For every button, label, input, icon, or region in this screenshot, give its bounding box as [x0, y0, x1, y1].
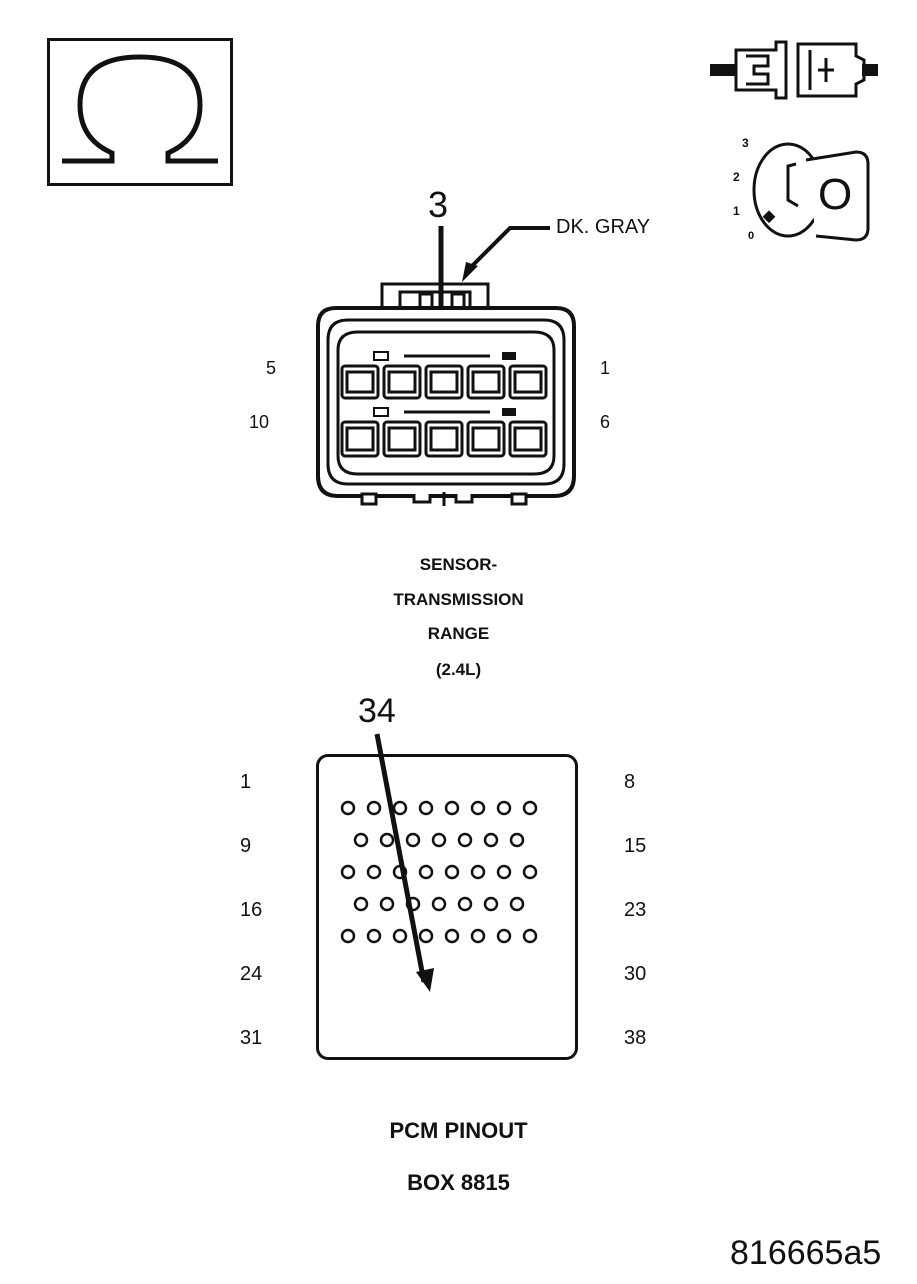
- caption-line: SENSOR-: [419, 555, 498, 574]
- pcm-pin: [392, 800, 408, 816]
- pcm-pin: [483, 896, 499, 912]
- sensor-pin-label-10: 10: [249, 412, 270, 432]
- pcm-callout-pin: 34: [358, 692, 396, 730]
- pcm-pin: [353, 832, 369, 848]
- pcm-row-end-label: 30: [624, 963, 647, 985]
- pcm-row-start-label: 1: [240, 771, 252, 793]
- pcm-pin: [470, 800, 486, 816]
- pcm-row-end-label: 15: [624, 835, 647, 857]
- pcm-pin: [522, 800, 538, 816]
- pcm-pin: [418, 800, 434, 816]
- figure-id: 816665a5: [730, 1234, 882, 1272]
- caption-line: BOX 8815: [407, 1170, 510, 1195]
- sensor-connector-face: [316, 226, 576, 506]
- ohmmeter-icon: [47, 38, 233, 186]
- pcm-pin: [418, 864, 434, 880]
- pcm-pin: [366, 864, 382, 880]
- key-position-3: 3: [742, 136, 749, 150]
- key-position-2: 2: [733, 170, 740, 184]
- pcm-pin: [457, 832, 473, 848]
- sensor-pin-label-5: 5: [266, 358, 277, 378]
- pcm-pin: [444, 928, 460, 944]
- pcm-row-end-label: 23: [624, 899, 647, 921]
- pcm-connector-face: [316, 754, 578, 1060]
- sensor-pin-label-1: 1: [600, 358, 611, 378]
- caption-line: RANGE: [427, 624, 490, 643]
- pcm-pin: [457, 896, 473, 912]
- key-position-1: 1: [733, 204, 740, 218]
- caption-line: PCM PINOUT: [389, 1118, 528, 1143]
- omega-icon: [62, 54, 218, 164]
- pcm-pin: [379, 832, 395, 848]
- pcm-pin: [483, 832, 499, 848]
- wire-color-label: DK. GRAY: [556, 216, 651, 238]
- pcm-callout-arrowhead: [416, 968, 434, 992]
- pcm-pin: [366, 928, 382, 944]
- pcm-pin: [340, 928, 356, 944]
- pcm-row-end-label: 8: [624, 771, 636, 793]
- pcm-row-start-label: 31: [240, 1027, 263, 1049]
- pcm-pin: [470, 928, 486, 944]
- pcm-pin: [418, 928, 434, 944]
- pcm-pin: [496, 928, 512, 944]
- pcm-pin: [444, 800, 460, 816]
- caption-line: (2.4L): [435, 660, 482, 679]
- key-label: O: [818, 170, 853, 219]
- pcm-row-start-label: 9: [240, 835, 252, 857]
- pcm-pin: [379, 896, 395, 912]
- pcm-pin: [340, 800, 356, 816]
- key-position-0: 0: [748, 230, 755, 242]
- pcm-pin: [353, 896, 369, 912]
- pcm-pin: [496, 800, 512, 816]
- pcm-row-start-label: 16: [240, 899, 263, 921]
- pcm-pin: [522, 864, 538, 880]
- pcm-callout-line: [374, 733, 427, 983]
- pcm-pin: [392, 928, 408, 944]
- pcm-pin: [496, 864, 512, 880]
- pcm-row-end-label: 38: [624, 1027, 647, 1049]
- pcm-pin: [444, 864, 460, 880]
- sensor-callout-pin: 3: [428, 184, 449, 225]
- pcm-pin: [366, 800, 382, 816]
- pcm-pin: [509, 896, 525, 912]
- pcm-row-start-label: 24: [240, 963, 263, 985]
- pcm-pin: [509, 832, 525, 848]
- pcm-pin: [431, 832, 447, 848]
- pcm-pin: [405, 832, 421, 848]
- pcm-pin: [522, 928, 538, 944]
- pcm-pin: [340, 864, 356, 880]
- sensor-pin-label-6: 6: [600, 412, 611, 432]
- pcm-pin: [431, 896, 447, 912]
- connector-disconnect-icon: [710, 40, 878, 100]
- caption-line: TRANSMISSION: [393, 590, 524, 609]
- pcm-pin: [470, 864, 486, 880]
- ignition-key-icon: 3 2 1 0 O: [728, 130, 878, 250]
